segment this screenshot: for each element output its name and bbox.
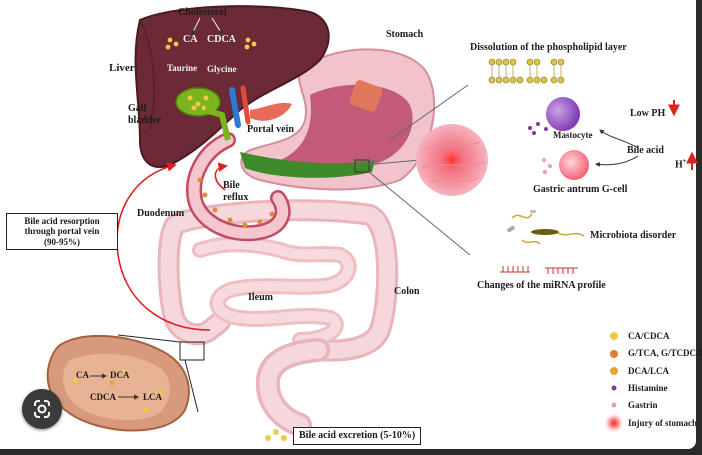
legend-item-dca-lca: DCA/LCA — [628, 366, 670, 376]
esophagus-muscle — [349, 80, 383, 112]
label-ileum: Ileum — [248, 292, 273, 303]
google-lens-button[interactable] — [22, 389, 62, 429]
label-colon: Colon — [394, 286, 420, 297]
portal-vein — [250, 102, 292, 121]
resorption-box: Bile acid resorption through portal vein… — [6, 213, 118, 251]
mirna-illustration — [500, 266, 578, 274]
google-lens-icon — [34, 400, 50, 418]
inset-label-cdca: CDCA — [90, 392, 116, 402]
inset-label-lca: LCA — [143, 392, 163, 402]
resorption-arrow — [116, 162, 211, 331]
label-cholesterol: Cholesterol — [178, 7, 227, 18]
legend-item-histamine: Histamine — [628, 383, 668, 393]
h-plus-text: H — [675, 159, 683, 171]
legend-item-ca-cdca: CA/CDCA — [628, 331, 670, 341]
g-cell — [559, 150, 589, 180]
duodenum-bile-dots — [197, 177, 275, 228]
inset-label-ca: CA — [76, 370, 89, 380]
label-phospholipid: Dissolution of the phospholipid layer — [470, 42, 627, 53]
label-bile-acid: Bile acid — [627, 145, 664, 156]
bile-reflux-arrow — [214, 162, 228, 191]
label-h-plus: H+ — [675, 157, 687, 171]
label-gastrin-cell: Gastric antrum G-cell — [533, 184, 628, 195]
label-stomach: Stomach — [386, 29, 424, 40]
phospholipid-layer — [488, 58, 565, 84]
label-taurine: Taurine — [167, 63, 198, 73]
label-portal-vein: Portal vein — [247, 124, 294, 135]
stomach-bile-layer — [240, 152, 375, 178]
legend-item-gtca: G/TCA, G/TCDCA — [628, 348, 702, 358]
label-liver: Liver — [109, 62, 135, 74]
microbiota-illustration — [507, 210, 585, 245]
excretion-box: Bile acid excretion (5-10%) — [293, 427, 422, 445]
legend-item-gastrin: Gastrin — [628, 400, 658, 410]
label-low-ph: Low PH — [630, 108, 666, 119]
h-plus-sup: + — [682, 157, 687, 165]
label-duodenum: Duodenum — [137, 208, 185, 219]
stomach-zoom-circle — [416, 124, 488, 196]
inset-label-dca: DCA — [110, 370, 130, 380]
label-cdca: CDCA — [207, 34, 236, 45]
label-bile-reflux: Bile reflux — [223, 180, 249, 203]
label-ca: CA — [183, 34, 198, 45]
label-microbiota: Microbiota disorder — [590, 230, 677, 241]
label-mirna: Changes of the miRNA profile — [477, 280, 606, 291]
label-gall-bladder: Gall bladder — [128, 103, 162, 126]
label-glycine: Glycine — [207, 64, 237, 74]
legend-item-injury: Injury of stomach — [628, 418, 697, 428]
mastocyte-cell — [546, 97, 580, 131]
label-mastocyte: Mastocyte — [553, 130, 593, 140]
